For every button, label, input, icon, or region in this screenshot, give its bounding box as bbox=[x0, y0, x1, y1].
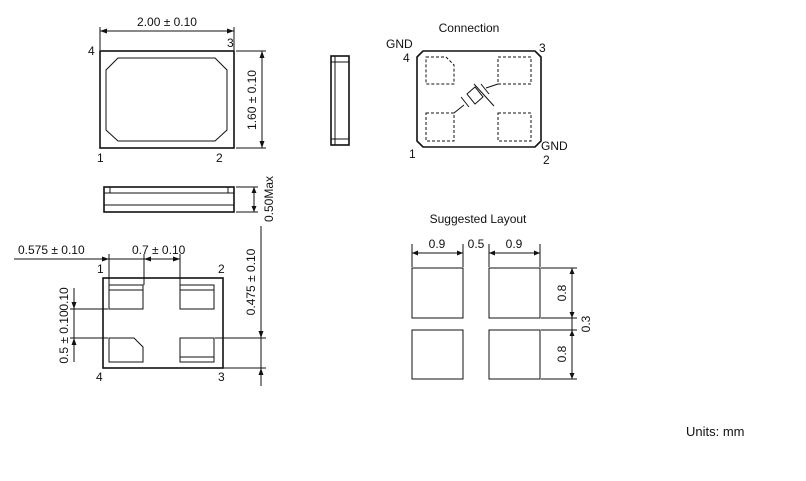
bottom-view: 0.575 ± 0.10 0.7 ± 0.10 0.10 0.5 ± 0.10 … bbox=[14, 226, 266, 386]
connection-view: Connection GND 4 3 1 GND 2 bbox=[386, 21, 568, 167]
bottom-offset-dim-label: 0.575 ± 0.10 bbox=[18, 243, 85, 257]
side-view-narrow-body bbox=[330, 55, 350, 146]
side-view-front: 0.50Max bbox=[103, 176, 276, 222]
crystal-plate-right bbox=[480, 83, 490, 95]
top-pin-1-label: 1 bbox=[97, 151, 104, 165]
layout-rarrow-3 bbox=[569, 330, 575, 336]
top-pin-4-label: 4 bbox=[88, 44, 95, 58]
layout-pad-bottom-right bbox=[488, 329, 541, 380]
connection-title: Connection bbox=[439, 21, 500, 35]
top-view-lid bbox=[105, 57, 228, 142]
units-note: Units: mm bbox=[686, 424, 745, 439]
bottom-offset-arrow bbox=[102, 256, 109, 262]
layout-arrow-1 bbox=[412, 250, 418, 256]
connection-gnd-top-label: GND bbox=[386, 37, 413, 51]
layout-arrow-3 bbox=[489, 250, 495, 256]
crystal-lead-left bbox=[453, 104, 465, 114]
layout-rarrow-2 bbox=[569, 312, 575, 318]
top-height-dim-label: 1.60 ± 0.10 bbox=[245, 70, 259, 130]
top-view-body-outline bbox=[99, 50, 235, 149]
connection-pad-4 bbox=[425, 56, 455, 85]
connection-pad-2 bbox=[497, 112, 532, 142]
connection-body-outline bbox=[416, 50, 542, 148]
layout-pad-width-right-label: 0.9 bbox=[506, 237, 523, 251]
crystal-plate-left bbox=[460, 96, 470, 108]
bottom-pad-3 bbox=[179, 337, 215, 363]
crystal-body bbox=[466, 86, 484, 105]
connection-pin-4-label: 4 bbox=[403, 51, 410, 65]
bottom-pin-2-label: 2 bbox=[218, 262, 225, 276]
layout-rarrow-4 bbox=[569, 373, 575, 379]
connection-pad-1 bbox=[425, 112, 455, 142]
side-view-front-body bbox=[103, 186, 235, 213]
connection-pad-3 bbox=[497, 56, 532, 85]
connection-pin-2-label: 2 bbox=[543, 153, 550, 167]
layout-pad-bottom-left bbox=[411, 329, 464, 380]
bottom-padwidth-arrow-right bbox=[173, 256, 180, 262]
layout-pad-top-left bbox=[411, 267, 464, 319]
bottom-pin-1-label: 1 bbox=[97, 262, 104, 276]
top-width-dim-label: 2.00 ± 0.10 bbox=[137, 15, 197, 29]
bottom-pin-3-label: 3 bbox=[218, 370, 225, 384]
bottom-pad-1 bbox=[108, 284, 144, 310]
layout-pad-height-bottom-label: 0.8 bbox=[555, 345, 569, 362]
bottom-padheight-dim-label: 0.5 ± 0.10 bbox=[57, 310, 71, 364]
bottom-padwidth-dim-label: 0.7 ± 0.10 bbox=[132, 243, 186, 257]
layout-pad-width-label: 0.9 bbox=[429, 237, 446, 251]
side-view-narrow bbox=[330, 55, 350, 146]
crystal-lead-right bbox=[485, 83, 499, 89]
bottom-right-arrow-bottom bbox=[258, 368, 264, 375]
bottom-pin-4-label: 4 bbox=[96, 370, 103, 384]
bottom-pad-4 bbox=[108, 337, 144, 363]
side-height-dim-label: 0.50Max bbox=[262, 176, 276, 222]
top-width-arrow-left bbox=[100, 28, 107, 34]
bottom-view-body-outline bbox=[102, 277, 224, 369]
top-height-arrow-top bbox=[259, 51, 265, 58]
top-view: 2.00 ± 0.10 1.60 ± 0.10 4 3 1 2 bbox=[88, 15, 266, 165]
layout-title: Suggested Layout bbox=[430, 212, 527, 226]
bottom-vertical-dim-label: 0.475 ± 0.10 bbox=[244, 248, 258, 315]
side-height-arrow-bottom bbox=[251, 206, 257, 212]
side-height-arrow-top bbox=[251, 187, 257, 193]
crystal-ground-line bbox=[473, 83, 495, 107]
layout-arrow-4 bbox=[534, 250, 540, 256]
layout-pad-top-right bbox=[488, 267, 541, 319]
top-width-arrow-right bbox=[227, 28, 234, 34]
top-height-arrow-bottom bbox=[259, 141, 265, 148]
layout-gap-vertical-label: 0.3 bbox=[579, 315, 593, 332]
bottom-left-arrow-1 bbox=[71, 302, 77, 309]
bottom-pad-2 bbox=[179, 284, 215, 310]
bottom-left-arrow-2 bbox=[71, 338, 77, 345]
connection-pin-1-label: 1 bbox=[409, 147, 416, 161]
connection-pin-3-label: 3 bbox=[539, 41, 546, 55]
bottom-padwidth-arrow-left bbox=[144, 256, 151, 262]
layout-gap-label: 0.5 bbox=[468, 237, 485, 251]
layout-pad-height-top-label: 0.8 bbox=[555, 284, 569, 301]
suggested-layout: Suggested Layout 0.9 0.5 0.9 0.8 0.3 0.8 bbox=[411, 212, 593, 380]
bottom-right-arrow-top bbox=[258, 331, 264, 338]
top-pin-2-label: 2 bbox=[216, 151, 223, 165]
layout-rarrow-1 bbox=[569, 268, 575, 274]
top-pin-3-label: 3 bbox=[227, 36, 234, 50]
layout-arrow-2 bbox=[457, 250, 463, 256]
connection-gnd-bottom-label: GND bbox=[541, 139, 568, 153]
bottom-edge-dim-label: 0.10 bbox=[57, 287, 71, 311]
